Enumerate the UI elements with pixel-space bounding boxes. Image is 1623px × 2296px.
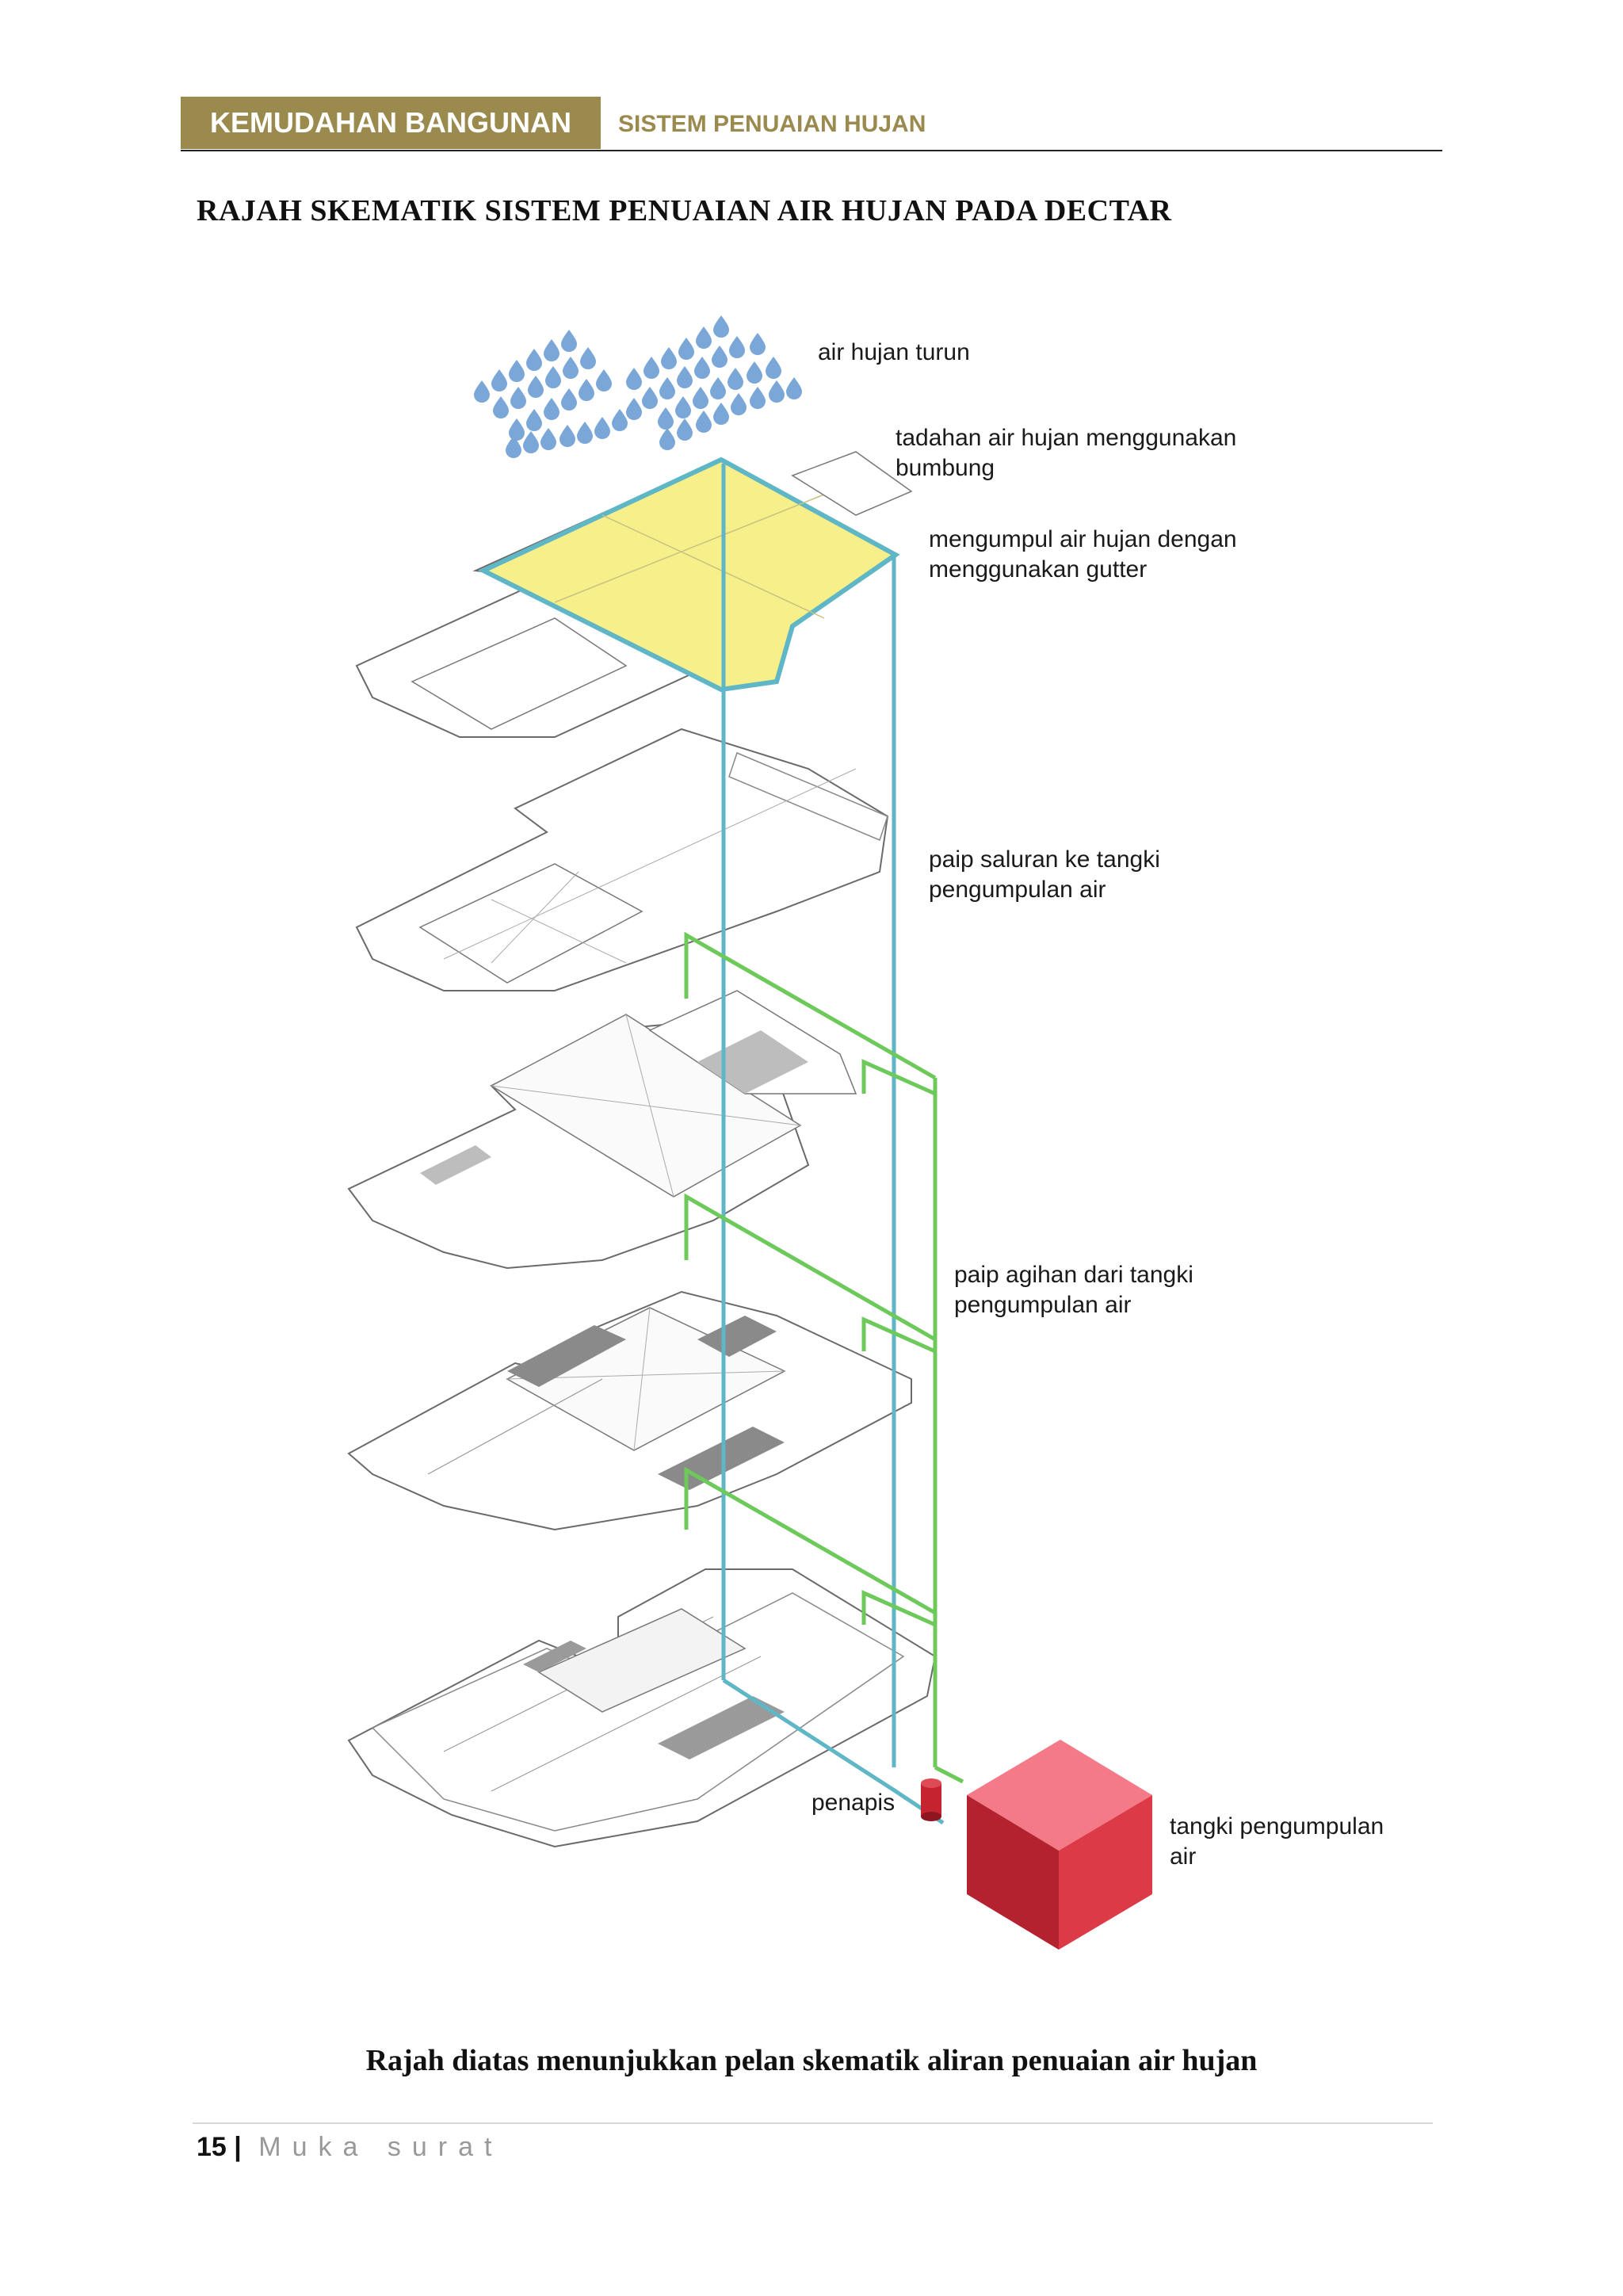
page-title: RAJAH SKEMATIK SISTEM PENUAIAN AIR HUJAN… — [197, 194, 1172, 227]
raindrops-icon — [474, 315, 802, 458]
label-tank-line1: tangki pengumpulan — [1170, 1813, 1384, 1839]
header-section-label: KEMUDAHAN BANGUNAN — [181, 97, 601, 149]
tank-icon — [967, 1740, 1152, 1950]
distribution-pipe — [684, 931, 964, 1784]
label-pipe-in-line1: paip saluran ke tangki — [929, 846, 1160, 873]
header-rule — [181, 150, 1442, 151]
floor-plan-level-3 — [347, 990, 857, 1270]
label-pipe-in-line2: pengumpulan air — [929, 877, 1106, 903]
footer-rule — [193, 2122, 1433, 2124]
label-pipe-out-line2: pengumpulan air — [954, 1292, 1132, 1318]
floor-plan-level-4 — [355, 728, 889, 991]
label-rain: air hujan turun — [818, 339, 970, 365]
label-roof-line1: tadahan air hujan menggunakan — [896, 425, 1236, 451]
label-gutter-line2: menggunakan gutter — [929, 556, 1147, 583]
footer-separator: | — [234, 2132, 242, 2162]
floor-plan-level-2 — [347, 1290, 912, 1531]
filter-icon — [921, 1778, 941, 1821]
label-tank-line2: air — [1170, 1843, 1196, 1870]
label-roof-line2: bumbung — [896, 455, 995, 481]
header-subsection-label: SISTEM PENUAIAN HUJAN — [618, 111, 926, 137]
page-footer: 15 | Muka surat — [197, 2132, 502, 2163]
page-number: 15 — [197, 2132, 227, 2162]
label-pipe-out-line1: paip agihan dari tangki — [954, 1262, 1193, 1288]
label-filter: penapis — [812, 1790, 895, 1816]
figure-caption: Rajah diatas menunjukkan pelan skematik … — [365, 2044, 1258, 2077]
floor-plan-roof — [355, 451, 913, 738]
footer-page-label: Muka surat — [258, 2132, 503, 2162]
label-gutter-line1: mengumpul air hujan dengan — [929, 526, 1237, 552]
